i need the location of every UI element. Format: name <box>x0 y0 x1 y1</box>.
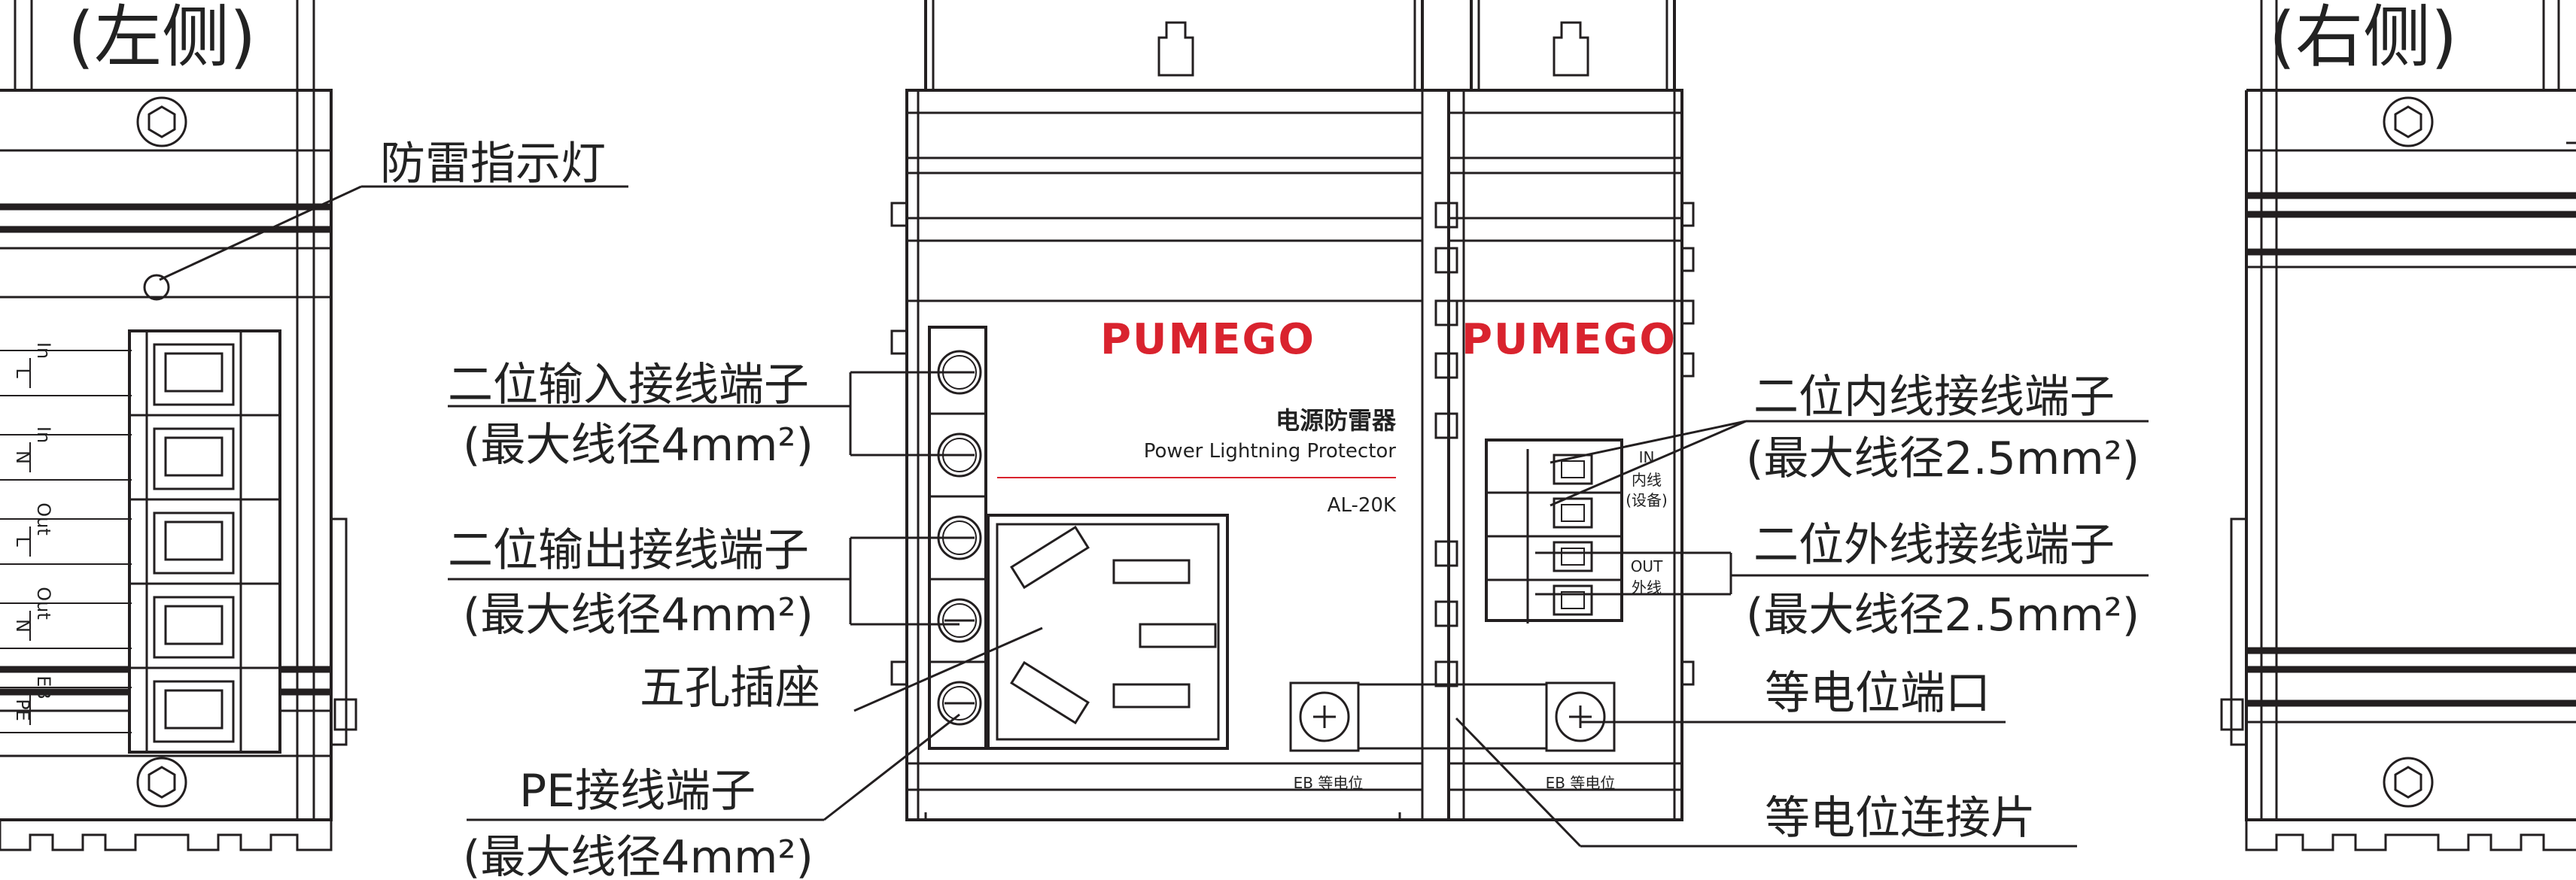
left-terminal-block <box>128 329 281 754</box>
product-name-en: Power Lightning Protector <box>1144 440 1397 463</box>
pin-slot <box>1553 497 1593 529</box>
main-hang-slot-icon <box>1157 21 1194 77</box>
eb-label-right: EB 等电位 <box>1546 774 1616 792</box>
brand-logo: PUMEGO <box>1100 315 1315 364</box>
product-name-cn: 电源防雷器 <box>1276 406 1397 435</box>
left-top-screw-icon <box>136 96 187 147</box>
callout-eq-strip: 等电位连接片 <box>1765 792 2036 845</box>
left-terminal-slot <box>153 343 235 406</box>
main-module: PUMEGO 电源防雷器 Power Lightning Protector A… <box>890 0 1450 821</box>
callout-indicator: 防雷指示灯 <box>380 138 606 190</box>
terminal-screw-icon <box>937 681 982 726</box>
second-hang-slot-icon <box>1553 21 1589 77</box>
in-sublabel-1: 内线 <box>1632 471 1662 489</box>
right-side-view: (右侧) <box>2220 0 2576 851</box>
right-top-screw-icon <box>2383 96 2434 147</box>
model-number: AL-20K <box>1328 494 1397 517</box>
left-terminal-mode: Out <box>33 587 54 620</box>
callout-pe-spec: (最大线径4mm²) <box>463 831 814 880</box>
eb-screw-left-icon <box>1299 691 1350 742</box>
terminal-screw-icon <box>937 598 982 643</box>
left-terminal-slot <box>153 596 235 659</box>
five-hole-socket <box>987 514 1229 750</box>
callout-output-spec: (最大线径4mm²) <box>463 589 814 642</box>
left-terminal-line: L <box>12 368 33 378</box>
right-body-outline <box>2245 89 2576 821</box>
left-bottom-screw-icon <box>136 757 187 808</box>
left-terminal-mode: Out <box>33 502 54 536</box>
callout-outer-terminal: 二位外线接线端子 <box>1753 519 2115 572</box>
left-view-title: (左侧) <box>68 0 256 77</box>
callout-socket: 五孔插座 <box>640 662 820 715</box>
left-terminal-mode: In <box>33 342 54 359</box>
left-terminal-mode: EB <box>33 675 54 699</box>
callout-pe-terminal: PE接线端子 <box>519 765 756 818</box>
callout-input-terminal: 二位输入接线端子 <box>448 359 809 411</box>
callout-outer-spec: (最大线径2.5mm²) <box>1746 589 2140 642</box>
callout-output-terminal: 二位输出接线端子 <box>448 524 809 577</box>
callout-leaders <box>159 185 2149 848</box>
right-view-title: (右侧) <box>2269 0 2457 77</box>
pin-slot <box>1553 541 1593 572</box>
left-terminal-slot <box>153 511 235 575</box>
equipotential-strip <box>1357 683 1548 750</box>
callout-labels: 防雷指示灯 二位输入接线端子 (最大线径4mm²) 二位输出接线端子 (最大线径… <box>380 138 2140 880</box>
pin-slot <box>1553 584 1593 616</box>
left-terminal-mode: In <box>33 426 54 443</box>
left-terminal-line: N <box>12 451 33 464</box>
callout-inner-terminal: 二位内线接线端子 <box>1753 371 2115 423</box>
left-terminal-line: N <box>12 619 33 633</box>
left-terminal-slot <box>153 680 235 743</box>
right-bottom-screw-icon <box>2383 757 2434 808</box>
left-terminal-line: L <box>12 536 33 547</box>
indicator-led-icon <box>143 274 170 301</box>
callout-inner-spec: (最大线径2.5mm²) <box>1746 432 2140 485</box>
callout-eq-port: 等电位端口 <box>1765 667 1991 720</box>
pin-slot <box>1553 454 1593 485</box>
out-label: OUT <box>1631 557 1663 575</box>
in-sublabel-2: (设备) <box>1626 491 1668 509</box>
left-terminal-slot <box>153 427 235 490</box>
brand-logo-2: PUMEGO <box>1461 315 1677 364</box>
callout-input-spec: (最大线径4mm²) <box>463 419 814 472</box>
eb-screw-right-icon <box>1555 691 1606 742</box>
eb-label-left: EB 等电位 <box>1294 774 1364 792</box>
second-module: PUMEGO IN 内线 (设备) OUT 外线 EB 等电位 <box>1357 0 1695 821</box>
